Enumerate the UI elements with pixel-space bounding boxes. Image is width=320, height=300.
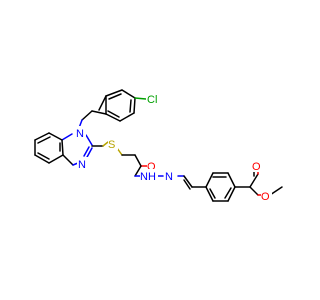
- hydrazide-nh-label: NH: [140, 171, 156, 183]
- carbonyl-oxygen-label: O: [252, 161, 261, 173]
- structure-svg: Cl N N S O NH N O O: [34, 89, 283, 203]
- amide-oxygen-label: O: [147, 161, 156, 173]
- linker-chain: [91, 141, 193, 190]
- benzyl-ch2: [78, 110, 107, 129]
- nitrogen-n1-label: N: [76, 128, 84, 140]
- chlorophenyl-ring: [98, 89, 147, 122]
- chlorine-atom-label: Cl: [147, 94, 157, 106]
- sulfur-atom-label: S: [108, 139, 115, 151]
- atom-labels: Cl N N S O NH N O O: [75, 92, 272, 203]
- nitrogen-n3-label: N: [78, 159, 86, 171]
- molecule-diagram: Cl N N S O NH N O O: [34, 89, 283, 203]
- imine-nitrogen-label: N: [165, 171, 173, 183]
- ester-oxygen-label: O: [261, 191, 270, 203]
